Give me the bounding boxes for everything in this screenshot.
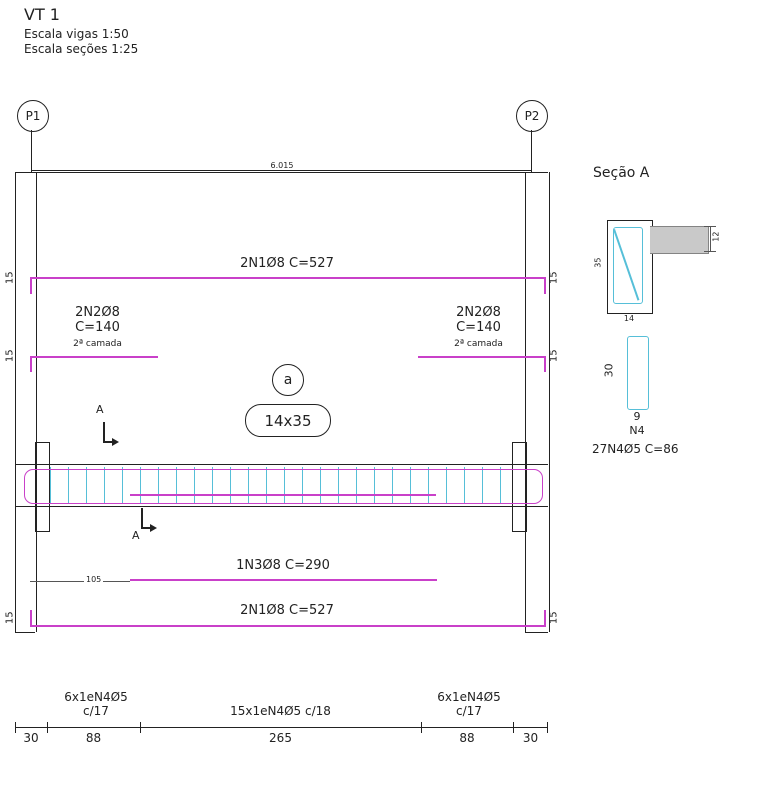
section-cut-bottom-arrow-shaft: [141, 527, 152, 529]
bottom-bar-hook-dim-right: 15: [548, 611, 560, 625]
dim-88-left: 88: [85, 731, 102, 745]
span-dimension-label: 6.015: [252, 161, 312, 171]
section-beam-outline: [607, 220, 653, 314]
section-cut-top-arrow-shaft: [103, 441, 114, 443]
scale-sections-label: Escala seções 1:25: [24, 42, 139, 56]
left-support-widening: [35, 442, 50, 532]
beam-band-top-line: [15, 464, 548, 465]
n3-bar-label: 1N3Ø8 C=290: [236, 558, 330, 573]
second-layer-hook-left: [30, 356, 32, 372]
dim-tick: [547, 722, 548, 733]
stirrup-count-center: 15x1eN4Ø5 c/18: [230, 704, 331, 718]
slab-thickness-dim: 12: [711, 231, 721, 242]
dim-30-left: 30: [23, 731, 39, 745]
dim-30-right: 30: [522, 731, 539, 745]
bottom-bar-line: [30, 625, 546, 627]
dim-tick: [140, 722, 141, 733]
column-p2-bubble: P2: [516, 100, 548, 132]
left-column-base: [15, 632, 35, 633]
beam-size-bubble: 14x35: [245, 404, 331, 437]
bottom-bar-hook-dim-left: 15: [4, 611, 16, 625]
second-layer-label-left-3: 2ª camada: [73, 339, 122, 349]
bottom-bar-hook-left: [30, 610, 32, 627]
column-p1-bubble: P1: [17, 100, 49, 132]
top-bar-hook-dim-right: 15: [548, 271, 560, 285]
top-bar-line: [30, 277, 546, 279]
drawing-title: VT 1: [24, 5, 60, 24]
column-p1-centerline: [31, 130, 32, 172]
beam-top-edge: [15, 172, 548, 173]
bottom-dimension-line: [15, 727, 548, 728]
n3-bar-line: [130, 579, 437, 581]
slab-dim-line: [710, 226, 711, 251]
top-bar-hook-dim-left: 15: [4, 271, 16, 285]
dim-tick: [47, 722, 48, 733]
second-layer-label-right-3: 2ª camada: [454, 339, 503, 349]
second-layer-label-right-2: C=140: [456, 320, 501, 335]
section-width-dim: 14: [623, 314, 635, 323]
dim-tick: [421, 722, 422, 733]
dim-88-right: 88: [459, 731, 475, 745]
second-layer-bar-right: [418, 356, 546, 358]
dim-tick: [513, 722, 514, 733]
top-bar-label: 2N1Ø8 C=527: [240, 256, 334, 271]
stirrup-height-dim: 30: [602, 363, 616, 378]
second-layer-hook-dim-right: 15: [548, 349, 560, 363]
section-cut-top-arrowhead-icon: [112, 438, 119, 446]
bottom-bar-hook-right: [544, 610, 546, 627]
dim-tick: [15, 722, 16, 733]
section-cut-bottom-line: [141, 508, 143, 528]
slab-dim-tick: [704, 251, 716, 252]
stirrup-hatch: [50, 467, 513, 504]
section-cut-bottom-arrowhead-icon: [150, 524, 157, 532]
column-p2-centerline: [531, 130, 532, 172]
section-cut-top-letter: A: [96, 403, 104, 416]
second-layer-bar-left: [30, 356, 158, 358]
rebar-cage-outline: [24, 469, 543, 504]
n3-bar-in-beam: [130, 494, 436, 496]
right-column: [525, 172, 550, 632]
section-slab: [650, 226, 709, 254]
scale-beams-label: Escala vigas 1:50: [24, 27, 129, 41]
section-cut-top-line: [103, 422, 105, 442]
stirrup-count-right: 6x1eN4Ø5: [437, 690, 501, 704]
bottom-bar-label: 2N1Ø8 C=527: [240, 603, 334, 618]
stirrup-schedule-label: 27N4Ø5 C=86: [592, 442, 679, 456]
n3-offset-dim-label: 105: [84, 575, 104, 585]
dim-265-center: 265: [269, 731, 292, 745]
stirrup-spacing-right: c/17: [456, 704, 482, 718]
stirrup-spacing-left: c/17: [83, 704, 109, 718]
second-layer-hook-right: [544, 356, 546, 372]
section-stirrup: [613, 227, 643, 304]
second-layer-label-left-2: C=140: [75, 320, 120, 335]
stirrup-count-left: 6x1eN4Ø5: [64, 690, 128, 704]
n3-offset-dim-line: [30, 581, 130, 582]
stirrup-detail-outline: [627, 336, 649, 410]
stirrup-name-label: N4: [629, 424, 645, 437]
left-column: [15, 172, 37, 632]
second-layer-hook-dim-left: 15: [4, 349, 16, 363]
second-layer-label-right-1: 2N2Ø8: [456, 305, 501, 320]
stirrup-width-dim: 9: [633, 410, 641, 423]
right-column-base: [525, 632, 548, 633]
top-bar-hook-left: [30, 277, 32, 294]
beam-mark-bubble: a: [272, 364, 304, 396]
beam-band-bottom-line: [15, 506, 548, 507]
second-layer-label-left-1: 2N2Ø8: [75, 305, 120, 320]
top-bar-hook-right: [544, 277, 546, 294]
span-dimension-line: [32, 170, 532, 171]
section-title: Seção A: [593, 165, 650, 181]
section-height-dim: 35: [593, 257, 603, 268]
section-cut-bottom-letter: A: [132, 529, 140, 542]
